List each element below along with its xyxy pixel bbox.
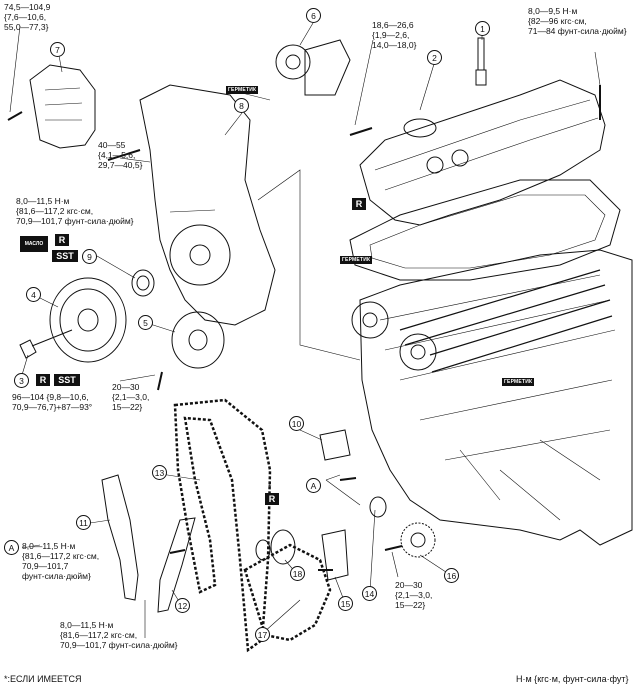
- callout-1: 1: [475, 21, 490, 36]
- callout-6: 6: [306, 8, 321, 23]
- replace-mark-seal: R: [55, 234, 69, 246]
- torque-front-bolt: 40—55 {4,1—5,6, 29,7—40,5}: [98, 140, 143, 170]
- replace-mark-bolt: R: [36, 374, 50, 386]
- callout-4: 4: [26, 287, 41, 302]
- oil-icon: МАСЛО: [20, 236, 48, 252]
- sealant-mark-2: ГЕРМЕТИК: [340, 256, 373, 264]
- callout-7: 7: [50, 42, 65, 57]
- torque-pulley-bolt: 96—104 {9,8—10,6, 70,9—76,7}+87—93°: [12, 392, 93, 412]
- sst-mark-seal: SST: [52, 250, 78, 262]
- oil-pump-sprocket: [400, 522, 436, 558]
- torque-valve-cover: 8,0—9,5 Н·м {82—96 кгс·см, 71—84 фунт-си…: [528, 6, 627, 36]
- callout-13: 13: [152, 465, 167, 480]
- sealant-mark-3: ГЕРМЕТИК: [502, 378, 535, 386]
- engine-block: [359, 249, 633, 546]
- sst-mark-bolt: SST: [54, 374, 80, 386]
- callout-10: 10: [289, 416, 304, 431]
- torque-front-cover: 8,0—11,5 Н·м {81,6—117,2 кгс·см, 70,9—10…: [16, 196, 134, 226]
- callout-3: 3: [14, 373, 29, 388]
- replace-mark-cover: R: [352, 198, 366, 210]
- oil-seal: [131, 269, 155, 297]
- callout-18: 18: [290, 566, 305, 581]
- valve-cover: [359, 79, 606, 226]
- replace-mark-sprocket: R: [265, 493, 279, 505]
- leader-lines: [9, 22, 601, 638]
- callout-9: 9: [82, 249, 97, 264]
- callout-5: 5: [138, 315, 153, 330]
- camshaft: [399, 269, 606, 346]
- pulley-bolt: [19, 329, 73, 359]
- callout-15: 15: [338, 596, 353, 611]
- crankshaft-pulley: [49, 277, 127, 363]
- optional-star: *: [268, 482, 272, 492]
- units-note: Н·м {кгс·м, фунт-сила·фут}: [516, 674, 629, 684]
- timing-chain: [173, 398, 272, 653]
- crank-sprocket: [270, 529, 296, 565]
- callout-17: 17: [255, 627, 270, 642]
- timing-chain-lower: [243, 543, 332, 642]
- cover-gasket: [349, 179, 621, 281]
- spark-plug: [475, 37, 487, 86]
- idler-pulley: [171, 311, 225, 369]
- torque-engine-mount: 74,5—104,9 {7,6—10,6, 55,0—77,3}: [4, 2, 51, 32]
- bolts: [7, 85, 601, 571]
- torque-guide-a: 8,0—11,5 Н·м {81,6—117,2 кгс·см, 70,9—10…: [22, 541, 100, 581]
- torque-sprocket: 20—30 {2,1—3,0, 15—22}: [395, 580, 433, 610]
- callout-a-upper: A: [306, 478, 321, 493]
- callout-a-lower: A: [4, 540, 19, 555]
- callout-2: 2: [427, 50, 442, 65]
- callout-12: 12: [175, 598, 190, 613]
- chain-tensioner: [319, 429, 351, 461]
- sealant-mark-1: ГЕРМЕТИК: [226, 86, 259, 94]
- callout-16: 16: [444, 568, 459, 583]
- callout-11: 11: [76, 515, 91, 530]
- drive-belt-tensioner: [275, 44, 311, 80]
- cover-seal-hole: [169, 224, 231, 286]
- torque-idler: 20—30 {2,1—3,0, 15—22}: [112, 382, 150, 412]
- torque-tensioner-bolt: 18,6—26,6 {1,9—2,6, 14,0—18,0}: [372, 20, 417, 50]
- washer: [369, 496, 387, 518]
- callout-14: 14: [362, 586, 377, 601]
- callout-8: 8: [234, 98, 249, 113]
- chain-bracket: [321, 529, 349, 581]
- engine-mount: [29, 64, 96, 149]
- torque-guide-12: 8,0—11,5 Н·м {81,6—117,2 кгс·см, 70,9—10…: [60, 620, 178, 650]
- tensioner-arm: [157, 517, 196, 613]
- oil-filler-cap: [403, 118, 437, 138]
- footnote: *:ЕСЛИ ИМЕЕТСЯ: [4, 674, 82, 684]
- cam-sprocket-1: [351, 301, 389, 339]
- front-cover: [139, 84, 276, 326]
- chain-guide: [101, 474, 139, 601]
- cam-sprocket-2: [399, 333, 437, 371]
